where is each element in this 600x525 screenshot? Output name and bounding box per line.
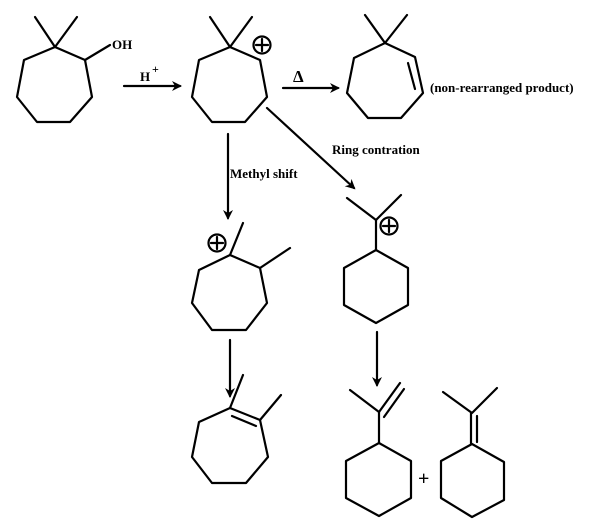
plus-sign: + [418, 468, 429, 490]
acid-charge-label: + [152, 62, 159, 76]
cyclohexyl-isopropyl-cation [342, 193, 410, 325]
ring-contraction-label: Ring contration [332, 142, 421, 157]
acid-label: H [140, 69, 150, 84]
dimethylcycloheptene-product [190, 373, 283, 485]
positive-charge-icon [379, 216, 399, 236]
tertiary-cycloheptyl-cation [190, 221, 292, 332]
heat-label: Δ [293, 67, 304, 86]
heat-arrow: Δ [281, 67, 340, 93]
secondary-carbocation [190, 15, 272, 124]
isopropenylcyclohexane-product [344, 381, 413, 518]
protonation-arrow: H + [122, 62, 182, 91]
hydroxyl-label: OH [112, 37, 132, 52]
positive-charge-icon [252, 35, 272, 55]
non-rearranged-label: (non-rearranged product) [430, 80, 574, 95]
starting-alcohol: OH [15, 15, 132, 124]
methyl-shift-arrow: Methyl shift [223, 132, 298, 220]
non-rearranged-product: (non-rearranged product) [345, 13, 574, 120]
methyl-shift-label: Methyl shift [230, 166, 298, 181]
isopropylidenecyclohexane-product [439, 386, 506, 519]
ring-contraction-arrow: Ring contration [265, 106, 421, 190]
positive-charge-icon [207, 233, 227, 253]
